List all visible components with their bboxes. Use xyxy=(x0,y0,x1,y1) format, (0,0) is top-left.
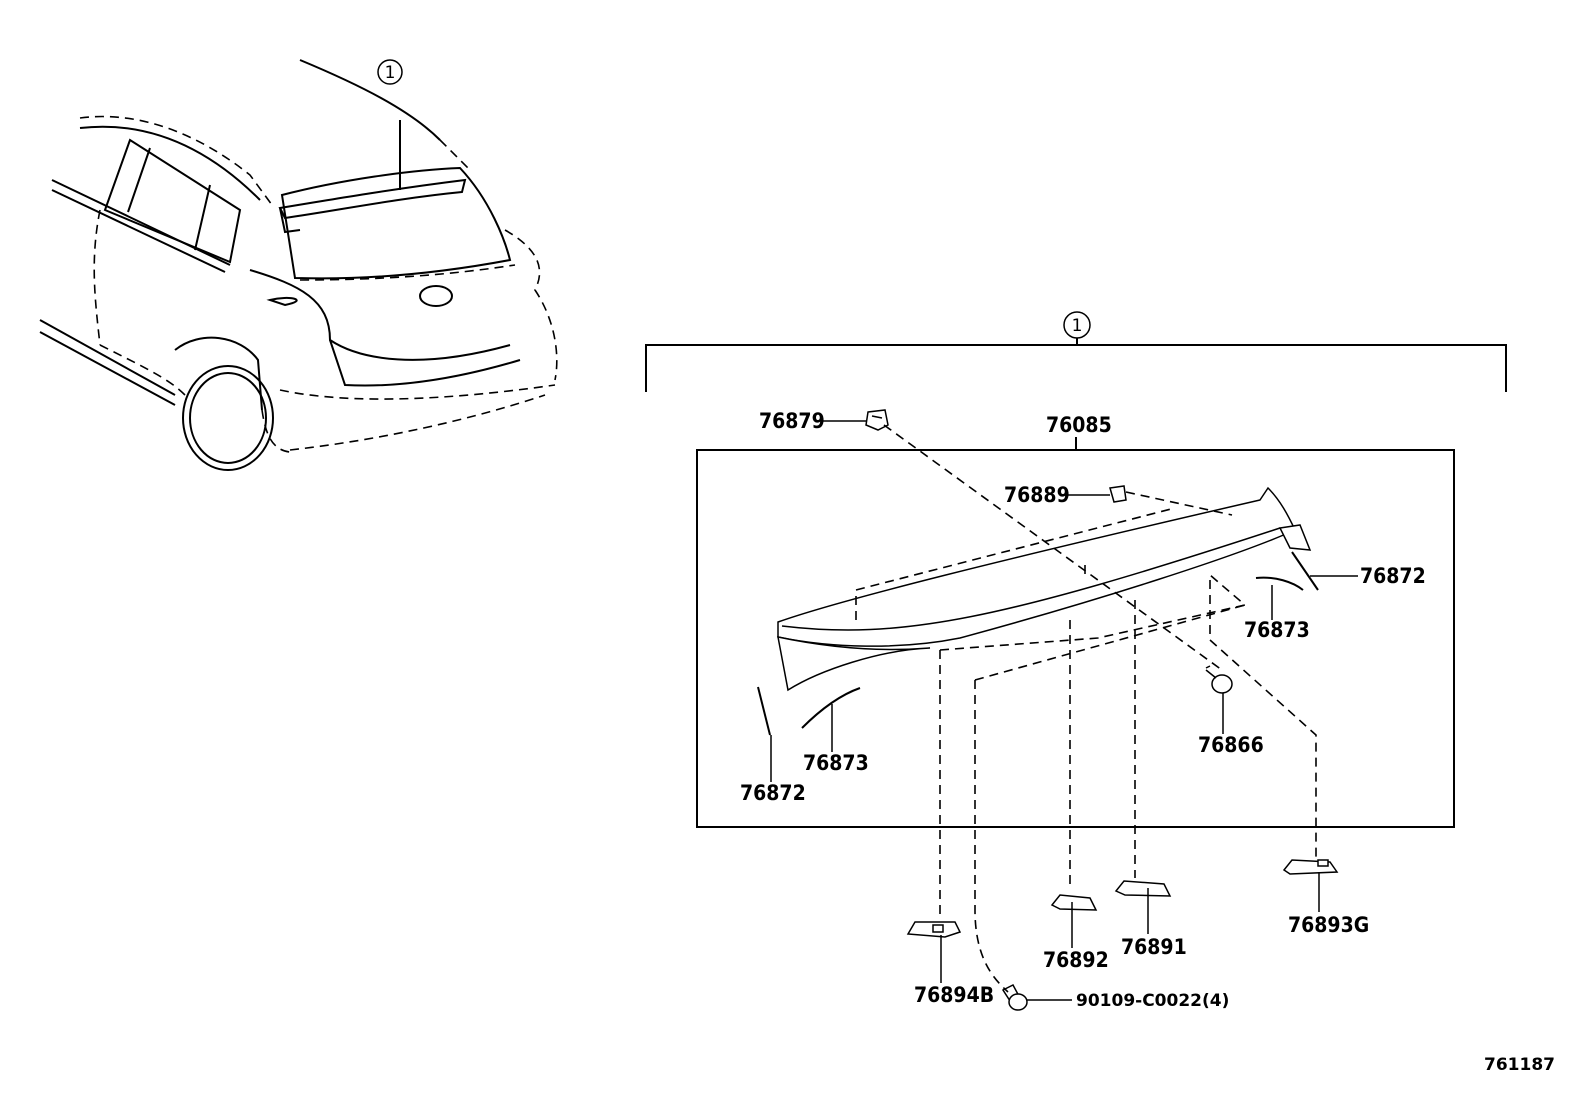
label-76894B: 76894B xyxy=(914,983,994,1007)
svg-text:1: 1 xyxy=(1072,316,1083,336)
label-76879: 76879 xyxy=(759,409,825,433)
label-76866: 76866 xyxy=(1198,733,1264,757)
label-76873-left: 76873 xyxy=(803,751,869,775)
leader-lines xyxy=(770,420,1358,1001)
clip-76879 xyxy=(865,409,889,431)
plug-76866 xyxy=(1205,665,1233,694)
label-76889: 76889 xyxy=(1004,483,1070,507)
bracket-76891 xyxy=(1114,880,1172,897)
callout-assembly: 1 xyxy=(1063,311,1091,339)
bracket-76893G xyxy=(1282,859,1339,875)
seal-76872-left xyxy=(757,686,771,736)
bracket-76892 xyxy=(1050,894,1098,911)
rear-spoiler xyxy=(777,486,1312,692)
bolt-90109 xyxy=(1001,984,1028,1011)
label-76893G: 76893G xyxy=(1288,913,1369,937)
assembly-bracket xyxy=(645,338,1507,392)
label-76872-right: 76872 xyxy=(1360,564,1426,588)
garnish-76873-right xyxy=(1255,576,1304,591)
assembly-guide-lines xyxy=(855,424,1317,993)
clip-76889 xyxy=(1109,485,1127,503)
label-76872-left: 76872 xyxy=(740,781,806,805)
callout-car: 1 xyxy=(377,59,403,85)
svg-text:1: 1 xyxy=(385,63,396,83)
label-76085: 76085 xyxy=(1046,413,1112,437)
label-76891: 76891 xyxy=(1121,935,1187,959)
garnish-76873-left xyxy=(801,687,861,729)
car-overview-illustration xyxy=(39,59,558,471)
label-90109-C0022: 90109-C0022(4) xyxy=(1076,991,1229,1011)
seal-76872-right xyxy=(1291,551,1319,591)
label-76892: 76892 xyxy=(1043,948,1109,972)
label-76873-right: 76873 xyxy=(1244,618,1310,642)
figure-number: 761187 xyxy=(1484,1055,1555,1075)
bracket-76894B xyxy=(906,921,962,938)
